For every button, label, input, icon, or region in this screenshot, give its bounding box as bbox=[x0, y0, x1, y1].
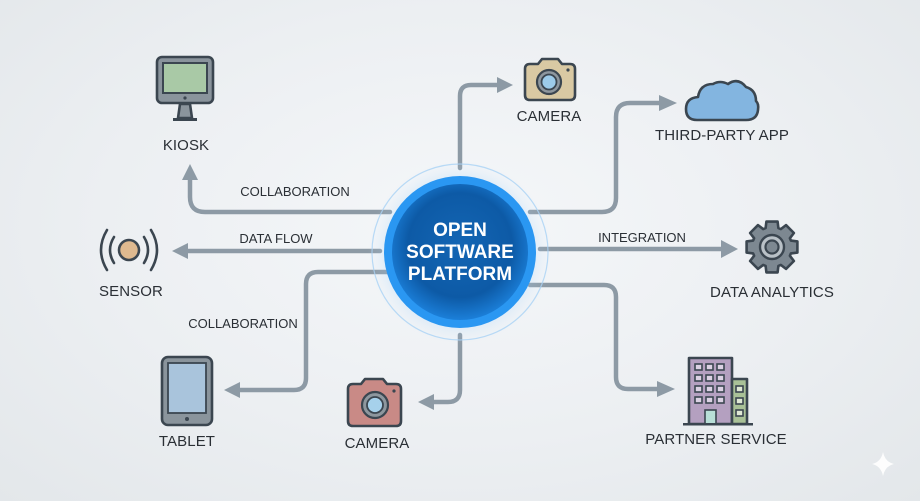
edge-to-kiosk bbox=[182, 164, 393, 215]
node-label-kiosk: KIOSK bbox=[163, 137, 209, 154]
cloud-icon bbox=[684, 79, 760, 122]
node-sensor[interactable]: SENSOR bbox=[99, 228, 163, 300]
building-window bbox=[694, 374, 703, 382]
building-window bbox=[716, 385, 725, 393]
gear-icon bbox=[745, 220, 799, 274]
node-third-party[interactable]: THIRD-PARTY APP bbox=[655, 79, 789, 144]
node-label-analytics: DATA ANALYTICS bbox=[710, 284, 834, 301]
node-label-camera-top: CAMERA bbox=[517, 108, 582, 125]
hub-title-line-2: SOFTWARE bbox=[406, 242, 514, 263]
building-window bbox=[716, 396, 725, 404]
building-window bbox=[694, 396, 703, 404]
edge-to-third-party bbox=[527, 95, 677, 215]
building-window bbox=[705, 374, 714, 382]
edge-to-analytics bbox=[537, 240, 738, 258]
edge-to-tablet bbox=[224, 269, 393, 398]
node-tablet[interactable]: TABLET bbox=[159, 355, 215, 450]
camera-icon bbox=[523, 57, 577, 102]
node-camera-bottom[interactable]: CAMERA bbox=[345, 377, 410, 452]
building-window bbox=[716, 374, 725, 382]
building-window bbox=[716, 363, 725, 371]
node-partner[interactable]: PARTNER SERVICE bbox=[645, 356, 787, 448]
node-kiosk[interactable]: KIOSK bbox=[155, 55, 215, 154]
hub-core bbox=[392, 184, 528, 320]
sensor-icon bbox=[99, 228, 159, 272]
tablet-icon bbox=[160, 355, 214, 427]
edge-label-integration: INTEGRATION bbox=[598, 230, 686, 245]
edge-to-camera-top bbox=[457, 77, 513, 171]
node-label-sensor: SENSOR bbox=[99, 283, 163, 300]
edge-to-partner bbox=[527, 282, 675, 397]
hub[interactable]: OPEN SOFTWARE PLATFORM bbox=[368, 160, 552, 344]
hub-title-line-1: OPEN bbox=[433, 220, 487, 241]
node-label-tablet: TABLET bbox=[159, 433, 215, 450]
edge-label-collaboration-tablet: COLLABORATION bbox=[188, 316, 298, 331]
camera-icon bbox=[346, 377, 403, 428]
edge-label-data-flow: DATA FLOW bbox=[239, 231, 313, 246]
hub-outer-ring bbox=[371, 163, 549, 341]
node-camera-top[interactable]: CAMERA bbox=[517, 57, 582, 125]
building-window bbox=[694, 385, 703, 393]
building-window bbox=[705, 385, 714, 393]
node-label-third-party: THIRD-PARTY APP bbox=[655, 127, 789, 144]
building-icon bbox=[683, 356, 753, 426]
edges bbox=[172, 77, 738, 410]
node-label-camera-bottom: CAMERA bbox=[345, 435, 410, 452]
edge-to-sensor bbox=[172, 243, 383, 259]
building-window bbox=[705, 396, 714, 404]
building-window bbox=[694, 363, 703, 371]
monitor-icon bbox=[155, 55, 215, 121]
node-label-partner: PARTNER SERVICE bbox=[645, 431, 787, 448]
node-analytics[interactable]: DATA ANALYTICS bbox=[710, 220, 834, 301]
edge-to-camera-bottom bbox=[418, 332, 463, 410]
hub-title-line-3: PLATFORM bbox=[408, 264, 512, 285]
sparkle-icon bbox=[872, 452, 894, 476]
edge-label-collaboration-kiosk: COLLABORATION bbox=[240, 184, 350, 199]
building-window bbox=[705, 363, 714, 371]
